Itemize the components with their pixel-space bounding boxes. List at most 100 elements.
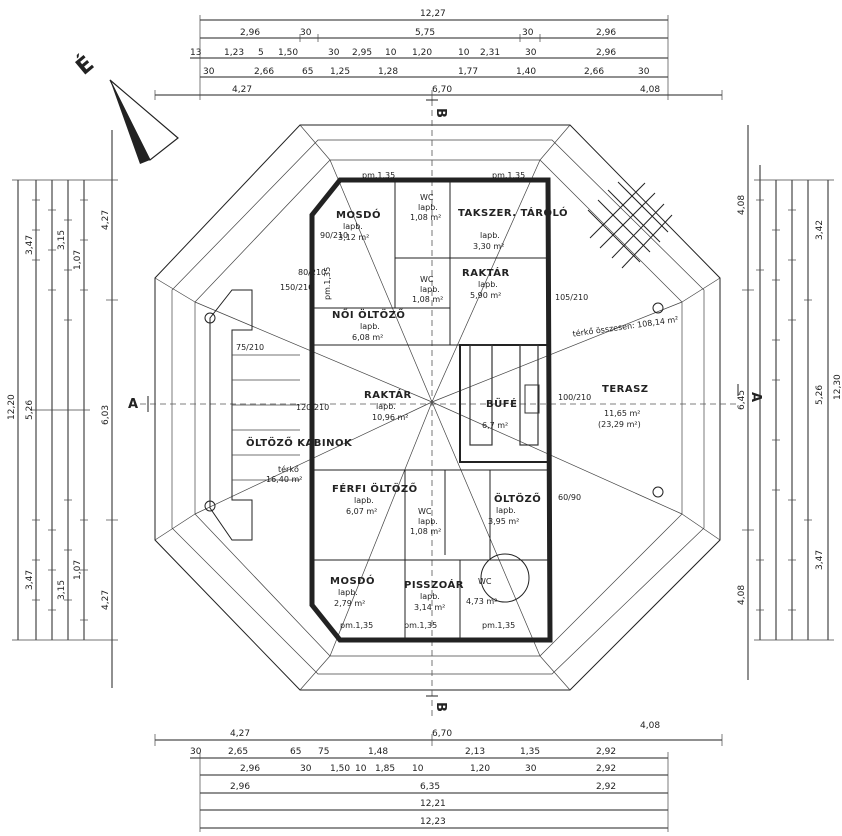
terrace-area: 11,65 m²	[604, 409, 640, 418]
lamp-bottom-right	[652, 486, 664, 498]
right-dim-c3-2: 4,08	[737, 585, 747, 605]
bottom-dim-r2-4: 1,48	[368, 747, 388, 757]
bottom-dim-r4-0: 2,96	[230, 782, 250, 792]
top-dim-r3-2: 5	[258, 48, 264, 58]
top-dim-r3-1: 1,23	[224, 48, 244, 58]
top-dim-r3-0: 13	[190, 48, 201, 58]
section-a-left-label: A	[128, 397, 138, 412]
left-dim-c3-1: 3,47	[25, 570, 35, 590]
bottom-dim-r5-0: 12,21	[420, 799, 446, 809]
top-dimension-lines	[154, 15, 723, 100]
room-3-area: 1,08 m²	[412, 295, 443, 304]
top-dim-r3-8: 10	[458, 48, 470, 58]
top-dim-r4-3: 1,25	[330, 67, 350, 77]
left-dim-c2: 5,26	[25, 400, 35, 420]
section-line-b: B B	[426, 99, 448, 720]
bottom-dim-r2-5: 2,13	[465, 747, 485, 757]
room-4-sub: lapb.	[478, 280, 498, 289]
top-dim-r3-11: 2,96	[596, 48, 616, 58]
left-dim-c5-0: 1,07	[73, 250, 83, 270]
room-3-sub: lapb.	[420, 285, 440, 294]
top-dim-r4-8: 30	[638, 67, 650, 77]
paving-rays	[154, 124, 721, 691]
section-b-top-label: B	[433, 108, 448, 118]
top-dim-r4-5: 1,77	[458, 67, 478, 77]
room-13-sub: lapb.	[420, 592, 440, 601]
lamp-top-right	[652, 302, 664, 314]
left-dimension-lines	[12, 130, 118, 688]
left-dim-c5-1: 1,07	[73, 560, 83, 580]
room-9-area: 6,07 m²	[346, 507, 377, 516]
room-8-name: ÖLTÖZŐ KABINOK	[246, 435, 353, 449]
room-wc-bottom-1: WC lapb. 1,08 m²	[410, 507, 441, 536]
parapet-4: pm.1,35	[482, 621, 515, 630]
room-14-area: 4,73 m²	[466, 597, 497, 606]
room-8-sub: térkő	[278, 464, 299, 474]
door-tag-7: 80/210	[298, 268, 326, 277]
top-dims-row2: 2,96 30 5,75 30 2,96	[240, 28, 616, 38]
top-dim-r3-7: 1,20	[412, 48, 432, 58]
room-raktar-small: RAKTÁR lapb. 5,90 m²	[462, 266, 510, 300]
top-dim-r3-3: 1,50	[278, 48, 298, 58]
north-arrow: É	[71, 51, 179, 164]
bottom-dims-row4: 2,96 6,35 2,92	[230, 782, 616, 792]
top-dim-r4-7: 2,66	[584, 67, 604, 77]
pergola-grid	[587, 181, 673, 269]
top-dims-row5: 4,27 6,70 4,08	[232, 85, 660, 95]
bottom-dim-r2-0: 30	[190, 747, 202, 757]
top-dim-r1-0: 12,27	[420, 9, 446, 19]
bottom-dim-r4-2: 2,92	[596, 782, 616, 792]
bottom-dim-r6-0: 12,23	[420, 817, 446, 827]
room-10-name: WC	[418, 507, 432, 516]
room-12-name: MOSDÓ	[330, 574, 375, 587]
room-0-name: MOSDÓ	[336, 208, 381, 221]
room-oltozo-small: ÖLTÖZŐ lapb. 3,95 m²	[488, 491, 541, 526]
room-1-sub: lapb.	[418, 203, 438, 212]
right-dim-c2-1: 5,26	[815, 385, 825, 405]
left-dim-c6-2: 4,27	[101, 590, 111, 610]
room-mosdo-bottom: MOSDÓ lapb. 2,79 m²	[330, 574, 375, 608]
top-dim-r5-0: 4,27	[232, 85, 252, 95]
right-dim-c3-1: 6,45	[737, 390, 747, 410]
parapet-3: pm.1,35	[404, 621, 437, 630]
left-dim-c4-1: 3,15	[57, 580, 67, 600]
right-dim-c2-0: 3,42	[815, 220, 825, 240]
bottom-dim-r2-1: 2,65	[228, 747, 248, 757]
top-dim-r4-4: 1,28	[378, 67, 398, 77]
room-0-sub: lapb.	[343, 222, 363, 231]
door-tags: 90/210 75/210 100/210 120/210 60/90 105/…	[236, 231, 591, 502]
room-9-sub: lapb.	[354, 496, 374, 505]
building-walls	[309, 177, 553, 643]
room-4-name: RAKTÁR	[462, 266, 510, 279]
room-9-name: FÉRFI ÖLTÖZŐ	[332, 481, 418, 495]
parapet-5: pm.1,35	[323, 267, 332, 300]
section-a-right-label: A	[748, 392, 763, 402]
door-tag-5: 105/210	[555, 293, 588, 302]
room-bufe: BÜFÉ 6,7 m²	[482, 396, 517, 430]
room-11-name: ÖLTÖZŐ	[494, 491, 541, 505]
room-14-name: WC	[478, 577, 492, 586]
bottom-dims-row3: 2,96 30 1,50 10 1,85 10 1,20 30 2,92	[240, 764, 616, 774]
room-10-area: 1,08 m²	[410, 527, 441, 536]
top-dim-r5-1: 6,70	[432, 85, 452, 95]
room-1-name: WC	[420, 193, 434, 202]
bottom-dim-r3-7: 30	[525, 764, 537, 774]
terrace-label: TERASZ 11,65 m² (23,29 m²)	[598, 384, 648, 429]
room-12-sub: lapb.	[338, 588, 358, 597]
top-dim-r3-10: 30	[525, 48, 537, 58]
room-wc-top-1: WC lapb. 1,08 m²	[410, 193, 441, 222]
paving-total-note: térkő összesen: 108,14 m²	[572, 314, 679, 339]
north-label: É	[71, 51, 99, 81]
left-dim-c4-0: 3,15	[57, 230, 67, 250]
right-dim-c3-0: 4,08	[737, 195, 747, 215]
bottom-dim-r3-3: 10	[355, 764, 367, 774]
room-13-name: PISSZOÁR	[404, 578, 464, 591]
room-2-name: TAKSZER. TÁROLÓ	[458, 206, 568, 219]
left-dim-c3-0: 3,47	[25, 235, 35, 255]
left-dim-c6-0: 4,27	[101, 210, 111, 230]
room-0-area: 3,12 m²	[338, 233, 369, 242]
room-wc-top-2: WC lapb. 1,08 m²	[412, 275, 443, 304]
room-noi-oltozo: NŐI ÖLTÖZŐ lapb. 6,08 m²	[332, 307, 405, 342]
bottom-dim-r3-1: 30	[300, 764, 312, 774]
